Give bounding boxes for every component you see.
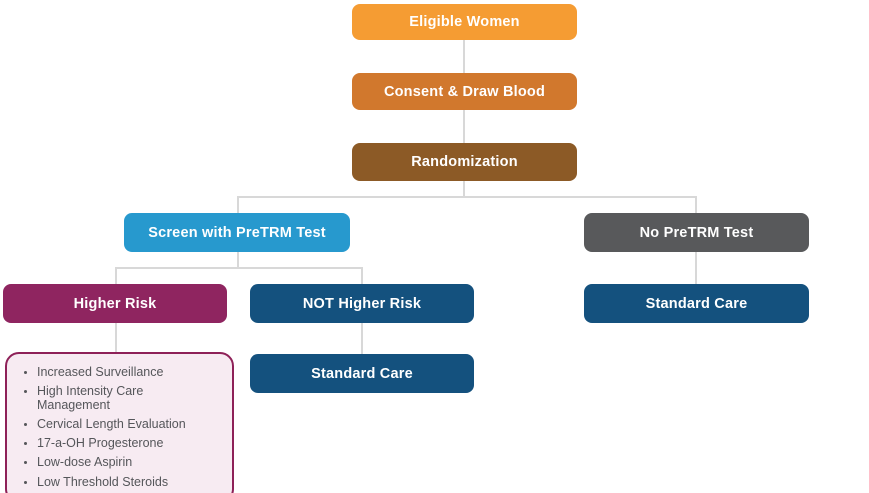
connector-branch-to-screen bbox=[237, 196, 239, 213]
intervention-item: Low Threshold Steroids bbox=[37, 475, 218, 490]
intervention-item: 17-a-OH Progesterone bbox=[37, 436, 218, 451]
node-no-pretrm-test: No PreTRM Test bbox=[584, 213, 809, 252]
connector-branch-to-higher-risk bbox=[115, 267, 117, 284]
connector-no-pretrm-to-standard bbox=[695, 252, 697, 284]
node-randomization: Randomization bbox=[352, 143, 577, 181]
interventions-list: Increased SurveillanceHigh Intensity Car… bbox=[7, 360, 226, 493]
node-standard-care-no-test: Standard Care bbox=[584, 284, 809, 323]
connector-randomization-branch-bar bbox=[237, 196, 696, 198]
connector-branch-to-no-pretrm bbox=[695, 196, 697, 213]
node-eligible-women: Eligible Women bbox=[352, 4, 577, 40]
node-higher-risk: Higher Risk bbox=[3, 284, 227, 323]
connector-branch-to-not-higher bbox=[361, 267, 363, 284]
connector-not-higher-to-standard bbox=[361, 323, 363, 354]
node-standard-care-not-higher: Standard Care bbox=[250, 354, 474, 393]
connector-randomization-stem bbox=[463, 181, 465, 196]
node-not-higher-risk: NOT Higher Risk bbox=[250, 284, 474, 323]
higher-risk-interventions-box: Increased SurveillanceHigh Intensity Car… bbox=[5, 352, 234, 493]
intervention-item: Increased Surveillance bbox=[37, 365, 218, 380]
intervention-item: High Intensity Care Management bbox=[37, 384, 218, 413]
connector-eligible-to-consent bbox=[463, 40, 465, 73]
intervention-item: Low-dose Aspirin bbox=[37, 456, 218, 470]
intervention-item: Cervical Length Evaluation bbox=[37, 417, 218, 432]
connector-higher-to-interventions bbox=[115, 323, 117, 352]
connector-screen-stem bbox=[237, 252, 239, 267]
connector-screen-branch-bar bbox=[115, 267, 362, 269]
node-consent-draw-blood: Consent & Draw Blood bbox=[352, 73, 577, 110]
node-screen-with-pretrm-test: Screen with PreTRM Test bbox=[124, 213, 350, 252]
connector-consent-to-randomization bbox=[463, 110, 465, 143]
